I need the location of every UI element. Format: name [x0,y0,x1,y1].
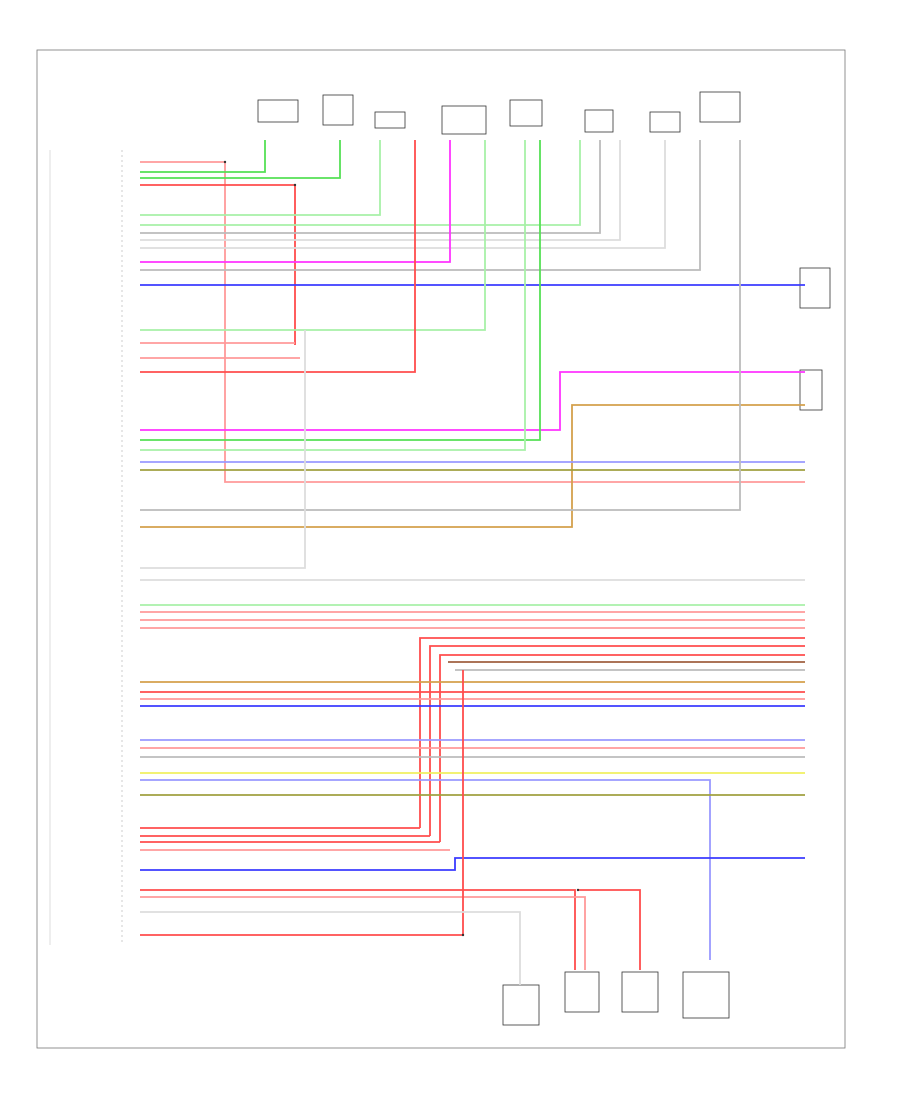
wire-layer [140,140,805,985]
wire [140,140,266,173]
component-box [699,91,741,123]
right-connector [799,267,831,309]
wire [419,637,805,828]
wire [140,140,666,249]
wire [140,140,416,373]
wire [578,889,641,970]
wire [140,140,486,331]
wire [140,140,341,179]
component-box [564,971,600,1013]
right-connectors [799,267,831,411]
component-box [682,971,730,1019]
component-box [322,94,354,126]
wire [140,140,526,451]
wire [140,140,741,511]
wire [140,140,581,226]
main-connector-pins [49,150,123,945]
wire [140,371,805,431]
wire [140,404,805,528]
wire [429,645,805,836]
wire [140,140,541,441]
component-box [374,111,406,129]
wire [140,140,621,241]
bottom-components [502,971,730,1026]
component-box [257,99,299,123]
wire [140,161,805,483]
component-box [502,984,540,1026]
wire [140,779,711,960]
wire [140,140,451,263]
wire [140,911,521,985]
wire [140,140,381,216]
wire [140,896,586,970]
component-box [621,971,659,1013]
junction-dots [223,160,580,937]
component-box [509,99,543,127]
component-box [441,105,487,135]
diagram-frame [36,49,846,1049]
wire [140,889,576,970]
wire [140,140,701,271]
component-box [649,111,681,133]
right-connector [799,369,823,411]
component-box [584,109,614,133]
top-components [257,91,741,135]
wire [140,140,601,234]
wire [140,857,805,871]
wire [140,670,464,936]
wire [140,184,296,345]
wire [140,330,306,569]
